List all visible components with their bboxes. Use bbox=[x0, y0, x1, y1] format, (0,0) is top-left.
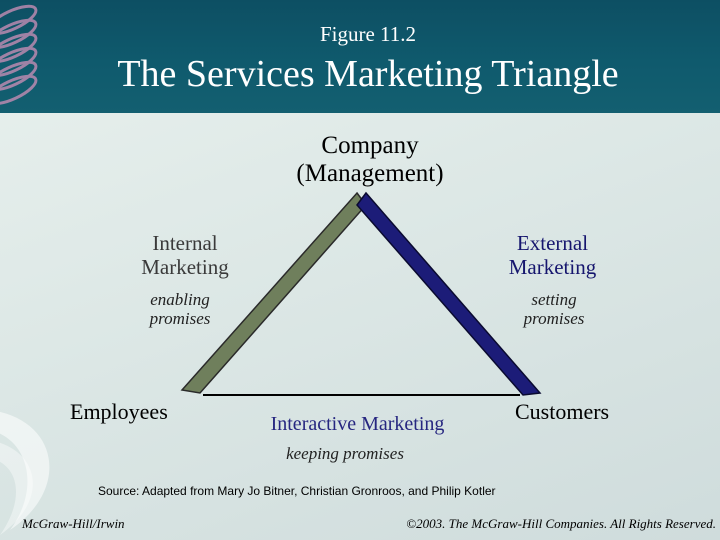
enabling-promises-label: enabling promises bbox=[149, 290, 211, 329]
external-marketing-label: External Marketing bbox=[508, 231, 597, 279]
internal-marketing-label: Internal Marketing bbox=[141, 231, 229, 279]
external-marketing-side bbox=[356, 191, 542, 396]
company-label-text: Company (Management) bbox=[296, 132, 444, 187]
copyright-footer: ©2003. The McGraw-Hill Companies. All Ri… bbox=[406, 516, 716, 531]
setting-promises-label: setting promises bbox=[523, 290, 585, 329]
publisher-footer: McGraw-Hill/Irwin bbox=[22, 516, 125, 531]
company-label: Company (Management) bbox=[260, 132, 480, 188]
keeping-promises-label: keeping promises bbox=[286, 444, 404, 463]
page-title: The Services Marketing Triangle bbox=[117, 53, 619, 95]
source-citation: Source: Adapted from Mary Jo Bitner, Chr… bbox=[98, 484, 496, 498]
decorative-rings-graphic bbox=[0, 4, 38, 106]
employees-label: Employees bbox=[70, 399, 168, 424]
title-banner: Figure 11.2 The Services Marketing Trian… bbox=[0, 0, 720, 113]
decorative-swoosh-graphic bbox=[0, 412, 50, 535]
figure-label: Figure 11.2 bbox=[319, 22, 417, 46]
customers-label: Customers bbox=[515, 399, 610, 424]
interactive-marketing-label: Interactive Marketing bbox=[270, 413, 445, 435]
